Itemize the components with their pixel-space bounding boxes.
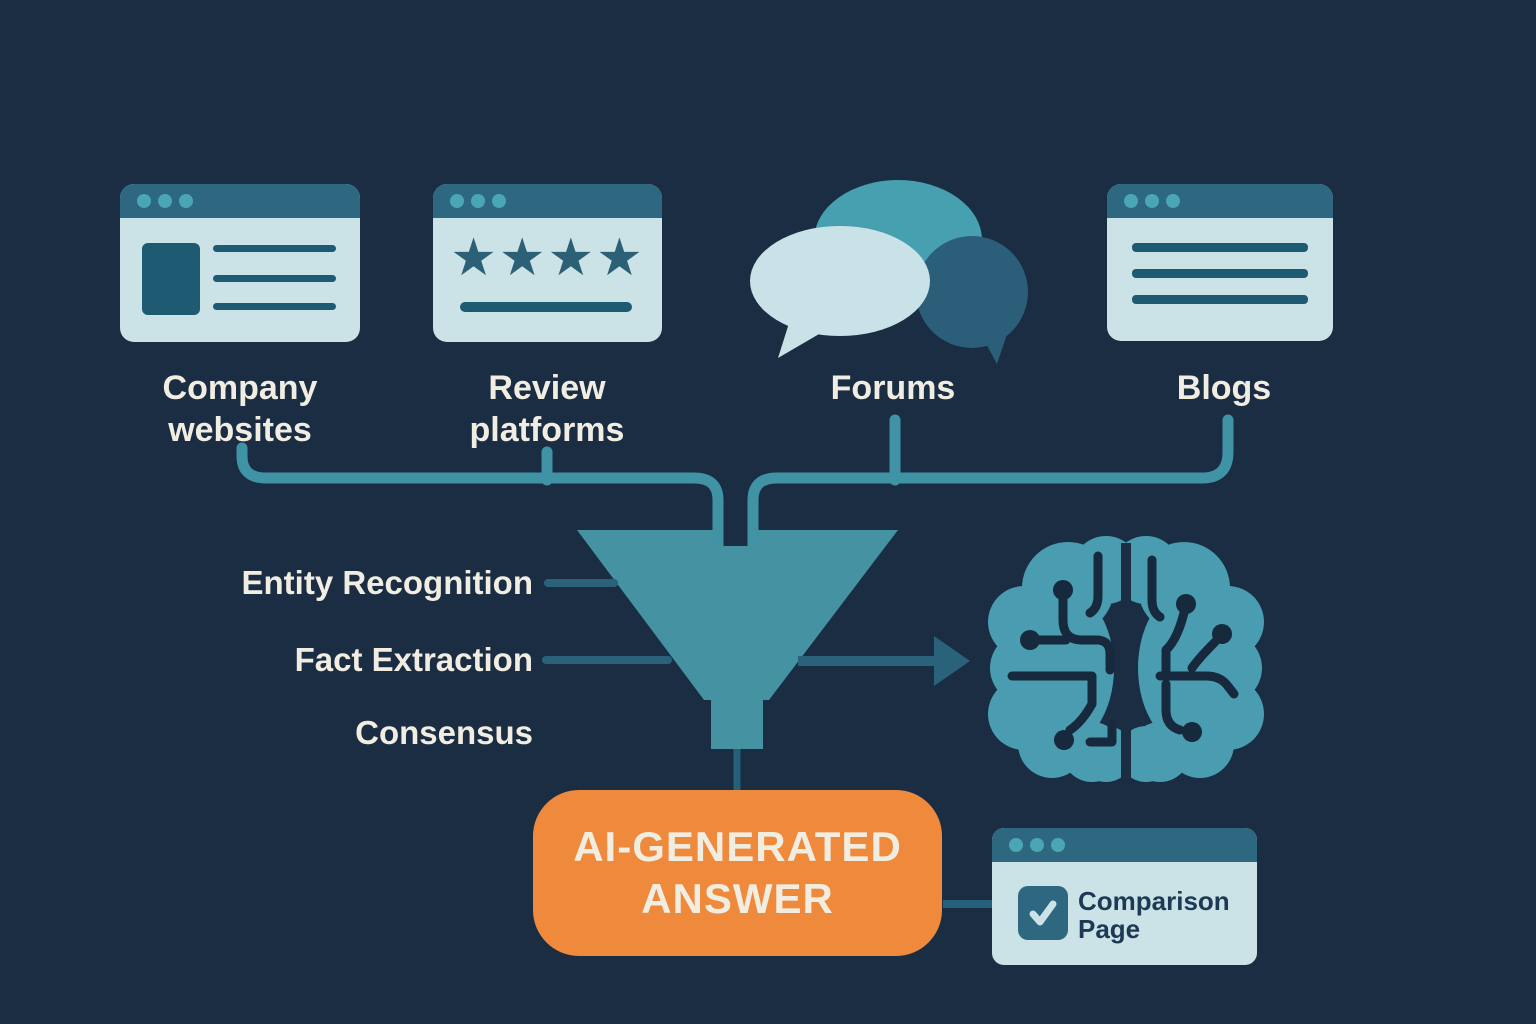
text-line — [460, 302, 632, 312]
window-dot-icon — [137, 194, 151, 208]
window-dot-icon — [1166, 194, 1180, 208]
source-label-blogs: Blogs — [1176, 369, 1272, 407]
text-line — [213, 303, 336, 310]
ai-answer-label: AI-GENERATED ANSWER — [573, 822, 902, 923]
checked-checkbox — [1018, 886, 1068, 940]
browser-chrome-bar — [433, 184, 662, 218]
window-dot-icon — [1030, 838, 1044, 852]
text-line — [213, 245, 336, 252]
pipeline-step-entity-recognition: Entity Recognition — [241, 564, 534, 601]
brain-circuit-nodes — [1020, 580, 1232, 750]
window-dot-icon — [450, 194, 464, 208]
funnel-inlet-notch — [723, 526, 748, 546]
ai-brain-icon — [988, 536, 1264, 782]
browser-chrome-bar — [1107, 184, 1333, 218]
browser-chrome-bar — [992, 828, 1257, 862]
source-card-review-platforms: ★★★★ — [433, 184, 662, 342]
window-dot-icon — [1145, 194, 1159, 208]
source-label-company-websites: Company websites — [162, 369, 318, 449]
article-thumbnail — [142, 243, 200, 315]
browser-chrome-bar — [120, 184, 360, 218]
chat-bubbles-icon — [750, 180, 1028, 364]
comparison-page-label: Comparison Page — [1078, 886, 1230, 944]
funnel-icon — [577, 530, 898, 749]
connector-right-branch — [747, 414, 1234, 552]
text-line — [1132, 243, 1308, 252]
source-card-blogs — [1107, 184, 1333, 341]
comparison-page-card: Comparison Page — [992, 828, 1257, 965]
window-dot-icon — [492, 194, 506, 208]
text-line — [1132, 295, 1308, 304]
source-card-company-websites — [120, 184, 360, 342]
source-label-forums: Forums — [830, 369, 956, 407]
checkmark-icon — [1029, 900, 1057, 926]
window-dot-icon — [1009, 838, 1023, 852]
window-dot-icon — [158, 194, 172, 208]
text-line — [1132, 269, 1308, 278]
rating-stars-icon: ★★★★ — [450, 229, 645, 287]
brain-circuit-traces — [1007, 551, 1239, 747]
window-dot-icon — [471, 194, 485, 208]
pipeline-step-consensus: Consensus — [355, 714, 533, 751]
pipeline-step-fact-extraction: Fact Extraction — [294, 641, 533, 678]
window-dot-icon — [1124, 194, 1138, 208]
ai-answer-box: AI-GENERATED ANSWER — [533, 790, 942, 956]
source-label-review-platforms: Review platforms — [469, 369, 625, 449]
connector-left-branch — [236, 442, 724, 552]
window-dot-icon — [179, 194, 193, 208]
arrow-right-icon — [798, 636, 970, 686]
text-line — [213, 275, 336, 282]
window-dot-icon — [1051, 838, 1065, 852]
